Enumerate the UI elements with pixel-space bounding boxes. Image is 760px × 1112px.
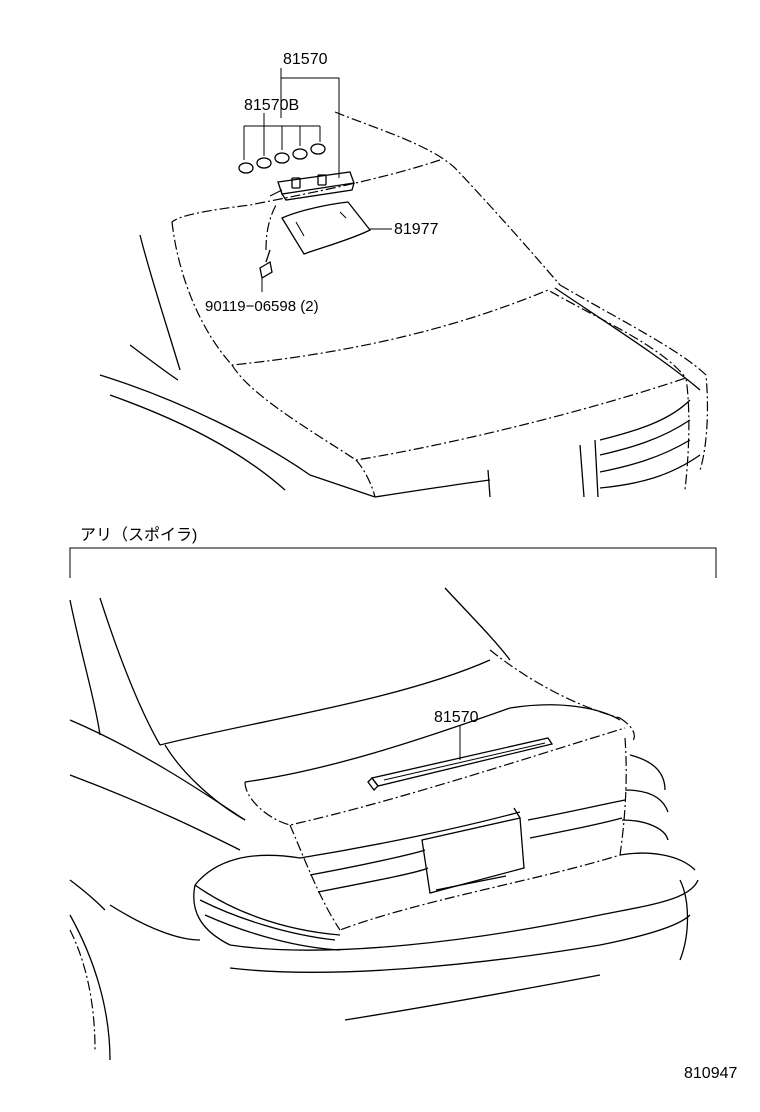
section-title: アリ（スポイラ) [80, 526, 197, 544]
callout-81570b: 81570B [244, 97, 299, 114]
section-bracket [69, 547, 717, 578]
figure-code: 810947 [684, 1065, 737, 1082]
upper-callout-leaders [243, 68, 392, 292]
callout-81977: 81977 [394, 221, 439, 238]
callout-81570-spoiler: 81570 [434, 709, 479, 726]
upper-callout-labels: 81570 81570B 81977 90119−06598 (2) [205, 51, 439, 315]
lower-car-rear-drawing [69, 587, 699, 1061]
callout-90119-06598: 90119−06598 (2) [205, 298, 319, 315]
upper-car-rear-drawing [99, 111, 709, 498]
callout-81570: 81570 [283, 51, 328, 68]
